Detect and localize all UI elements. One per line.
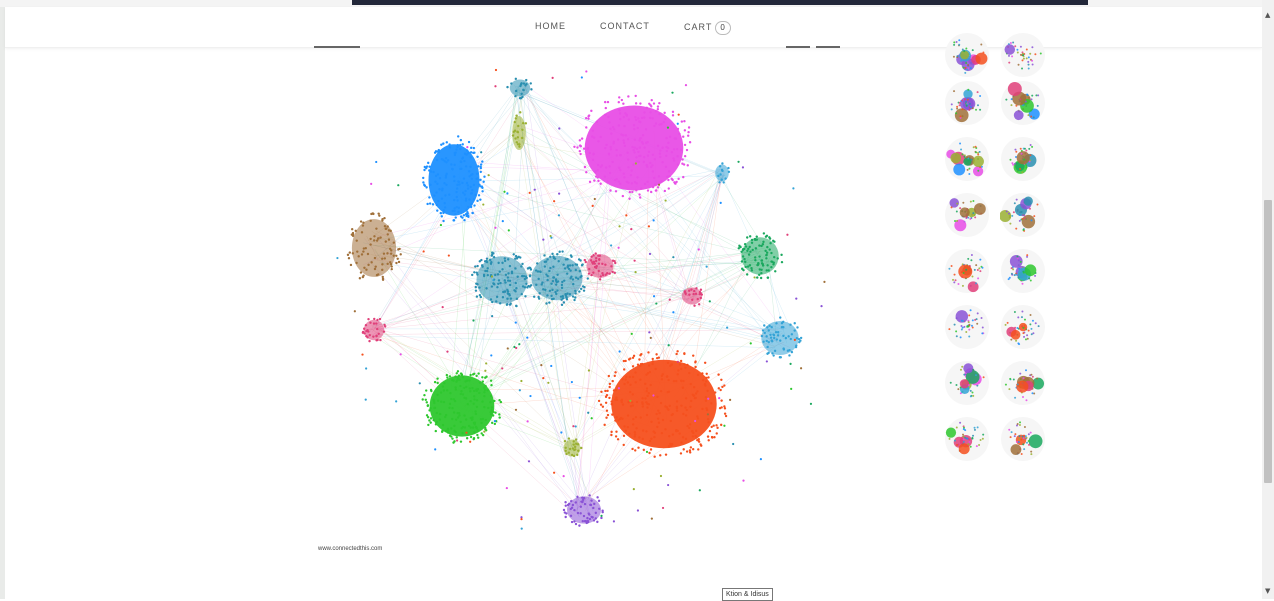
nav-home-link[interactable]: HOME — [535, 21, 566, 31]
cart-count-badge: 0 — [715, 21, 730, 35]
thumbnail-image[interactable] — [1000, 192, 1046, 238]
thumbnail-image[interactable] — [944, 80, 990, 126]
thumbnail-image[interactable] — [944, 32, 990, 78]
thumbnail-image[interactable] — [1000, 80, 1046, 126]
thumbnail-image[interactable] — [944, 416, 990, 462]
thumbnail-image[interactable] — [1000, 360, 1046, 406]
thumbnail-image[interactable] — [1000, 136, 1046, 182]
top-banner — [352, 0, 1088, 5]
cart-label: CART — [684, 22, 712, 32]
image-caption: www.connectedthis.com — [318, 546, 382, 552]
thumbnail-image[interactable] — [944, 136, 990, 182]
network-graph-image — [312, 48, 842, 548]
thumbnail-image[interactable] — [944, 192, 990, 238]
chevron-down-icon[interactable]: ▼ — [1265, 586, 1270, 596]
thumbnail-image[interactable] — [1000, 416, 1046, 462]
chevron-up-icon[interactable]: ▲ — [1265, 10, 1270, 20]
scrollbar[interactable]: ▲ ▼ — [1262, 0, 1274, 599]
thumbnail-image[interactable] — [944, 360, 990, 406]
thumbnail-image[interactable] — [1000, 304, 1046, 350]
left-edge-strip — [0, 0, 5, 599]
footer-button[interactable]: Ktion & Idisus — [722, 588, 773, 601]
scrollbar-thumb[interactable] — [1264, 200, 1272, 483]
nav-contact-link[interactable]: CONTACT — [600, 21, 650, 31]
thumbnail-image[interactable] — [1000, 32, 1046, 78]
thumbnail-image[interactable] — [1000, 248, 1046, 294]
thumbnail-image[interactable] — [944, 304, 990, 350]
thumbnail-image[interactable] — [944, 248, 990, 294]
